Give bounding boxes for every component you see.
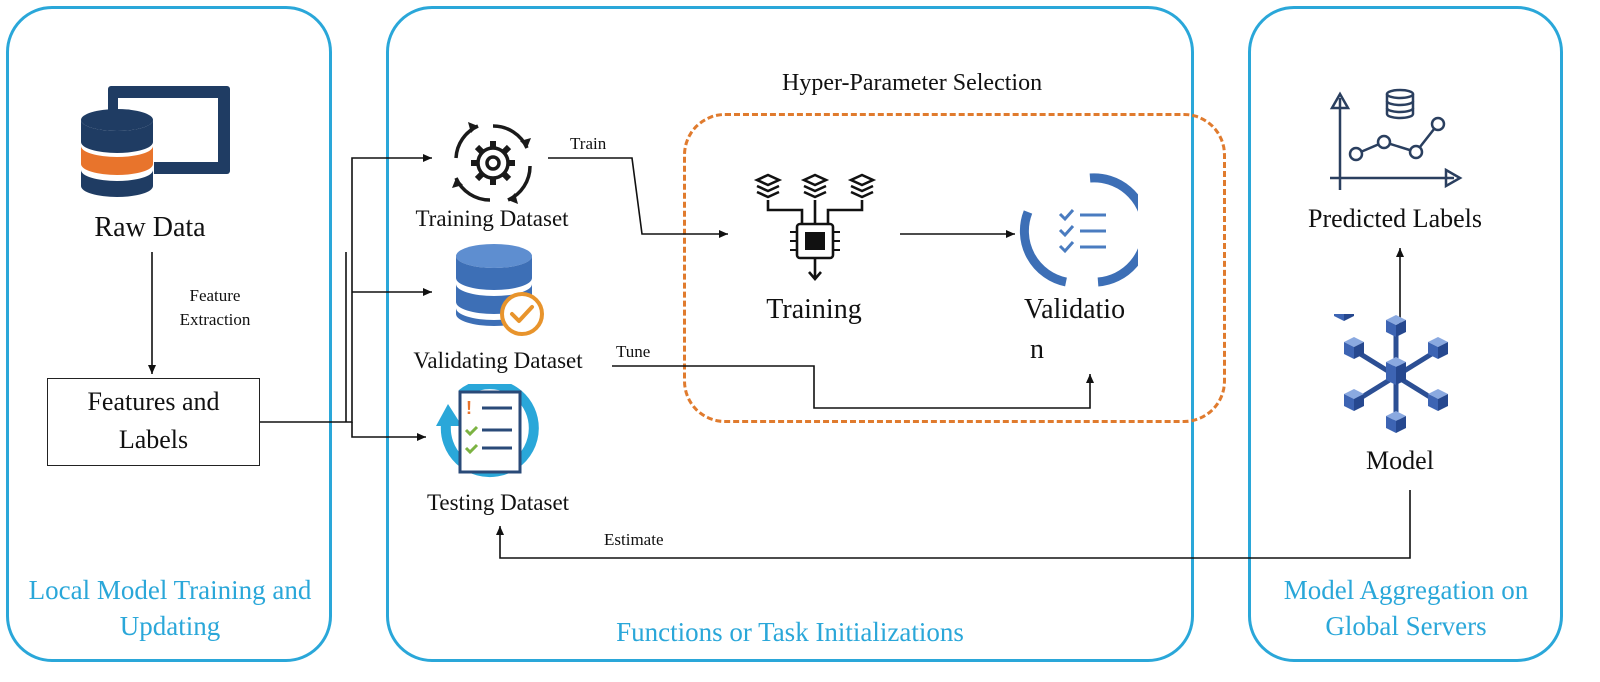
database-monitor-icon [80, 86, 230, 198]
panel-title-functions: Functions or Task Initializations [616, 617, 964, 647]
edge-label-estimate: Estimate [604, 530, 664, 549]
hyper-parameter-region [683, 113, 1226, 423]
features-labels-line-1: Features and [87, 387, 220, 416]
panel-title-local: Local Model Training and Updating [28, 575, 312, 641]
testing-dataset-label: Testing Dataset [426, 490, 570, 515]
hyper-parameter-title: Hyper-Parameter Selection [782, 70, 1043, 96]
chart-database-icon [1329, 88, 1463, 190]
validation-checklist-icon [1019, 173, 1138, 287]
training-label: Training [766, 294, 862, 325]
layers-chip-icon [753, 173, 877, 281]
panel-title-global: Model Aggregation on Global Servers [1283, 575, 1529, 641]
raw-data-label: Raw Data [94, 212, 206, 243]
validation-label-1: Validatio [1024, 294, 1126, 325]
database-check-icon [456, 244, 544, 336]
cube-network-icon [1334, 314, 1448, 433]
svg-text:!: ! [466, 398, 472, 418]
panel-global-servers [1248, 6, 1563, 662]
feature-extraction-label-1: Feature [189, 286, 241, 305]
model-label: Model [1366, 446, 1434, 475]
validating-dataset-label: Validating Dataset [413, 348, 583, 373]
panel-local-training [6, 6, 332, 662]
predicted-labels-label: Predicted Labels [1308, 204, 1482, 233]
training-dataset-label: Training Dataset [415, 206, 569, 231]
checklist-refresh-icon: ! [436, 384, 539, 478]
edge-label-train: Train [570, 134, 607, 153]
features-labels-line-2: Labels [118, 425, 189, 454]
edge-tune [612, 365, 1094, 409]
feature-extraction-label-2: Extraction [179, 310, 251, 329]
edge-train [548, 157, 728, 238]
gear-cycle-icon [452, 122, 532, 204]
validation-label-2: n [1030, 334, 1044, 365]
edge-estimate [496, 490, 1411, 559]
panel-functions [386, 6, 1194, 662]
features-labels-box: Features and Labels [47, 378, 260, 466]
edge-features-branch [260, 154, 432, 423]
edge-label-tune: Tune [616, 342, 651, 361]
